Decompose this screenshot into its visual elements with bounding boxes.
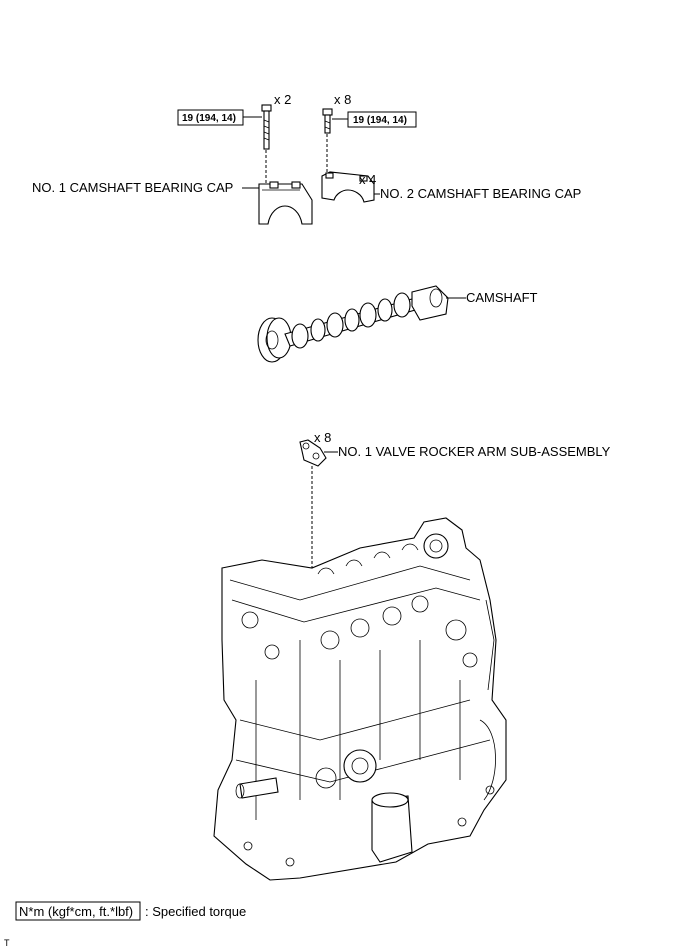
engine-block — [213, 517, 507, 881]
illustration-code: T — [4, 938, 10, 948]
bolt2-quantity: x 8 — [334, 92, 351, 107]
no2-camshaft-bearing-cap-label: NO. 2 CAMSHAFT BEARING CAP — [380, 186, 581, 201]
torque-legend: N*m (kgf*cm, ft.*lbf) : Specified torque — [15, 901, 246, 921]
bolt2-torque-value: 19 (194, 14) — [353, 115, 407, 126]
no1-camshaft-bearing-cap — [258, 181, 313, 225]
no2-camshaft-bearing-cap — [321, 171, 375, 203]
legend-unit: N*m (kgf*cm, ft.*lbf) — [19, 904, 133, 919]
valve-rocker-arm — [299, 439, 327, 467]
camshaft-label: CAMSHAFT — [466, 290, 538, 305]
bearing-cap-2-bolt — [322, 108, 333, 134]
no2-cap-quantity: x 4 — [359, 172, 376, 187]
bearing-cap-1-bolt — [261, 104, 272, 150]
camshaft — [257, 285, 449, 363]
rocker-quantity: x 8 — [314, 430, 331, 445]
bolt1-torque-box: 19 (194, 14) — [177, 109, 244, 126]
no1-camshaft-bearing-cap-label: NO. 1 CAMSHAFT BEARING CAP — [32, 180, 233, 195]
bolt2-torque-box: 19 (194, 14) — [347, 111, 417, 128]
bolt1-quantity: x 2 — [274, 92, 291, 107]
legend-description: : Specified torque — [145, 904, 246, 919]
rocker-arm-label: NO. 1 VALVE ROCKER ARM SUB-ASSEMBLY — [338, 444, 611, 459]
bolt1-torque-value: 19 (194, 14) — [182, 113, 236, 124]
